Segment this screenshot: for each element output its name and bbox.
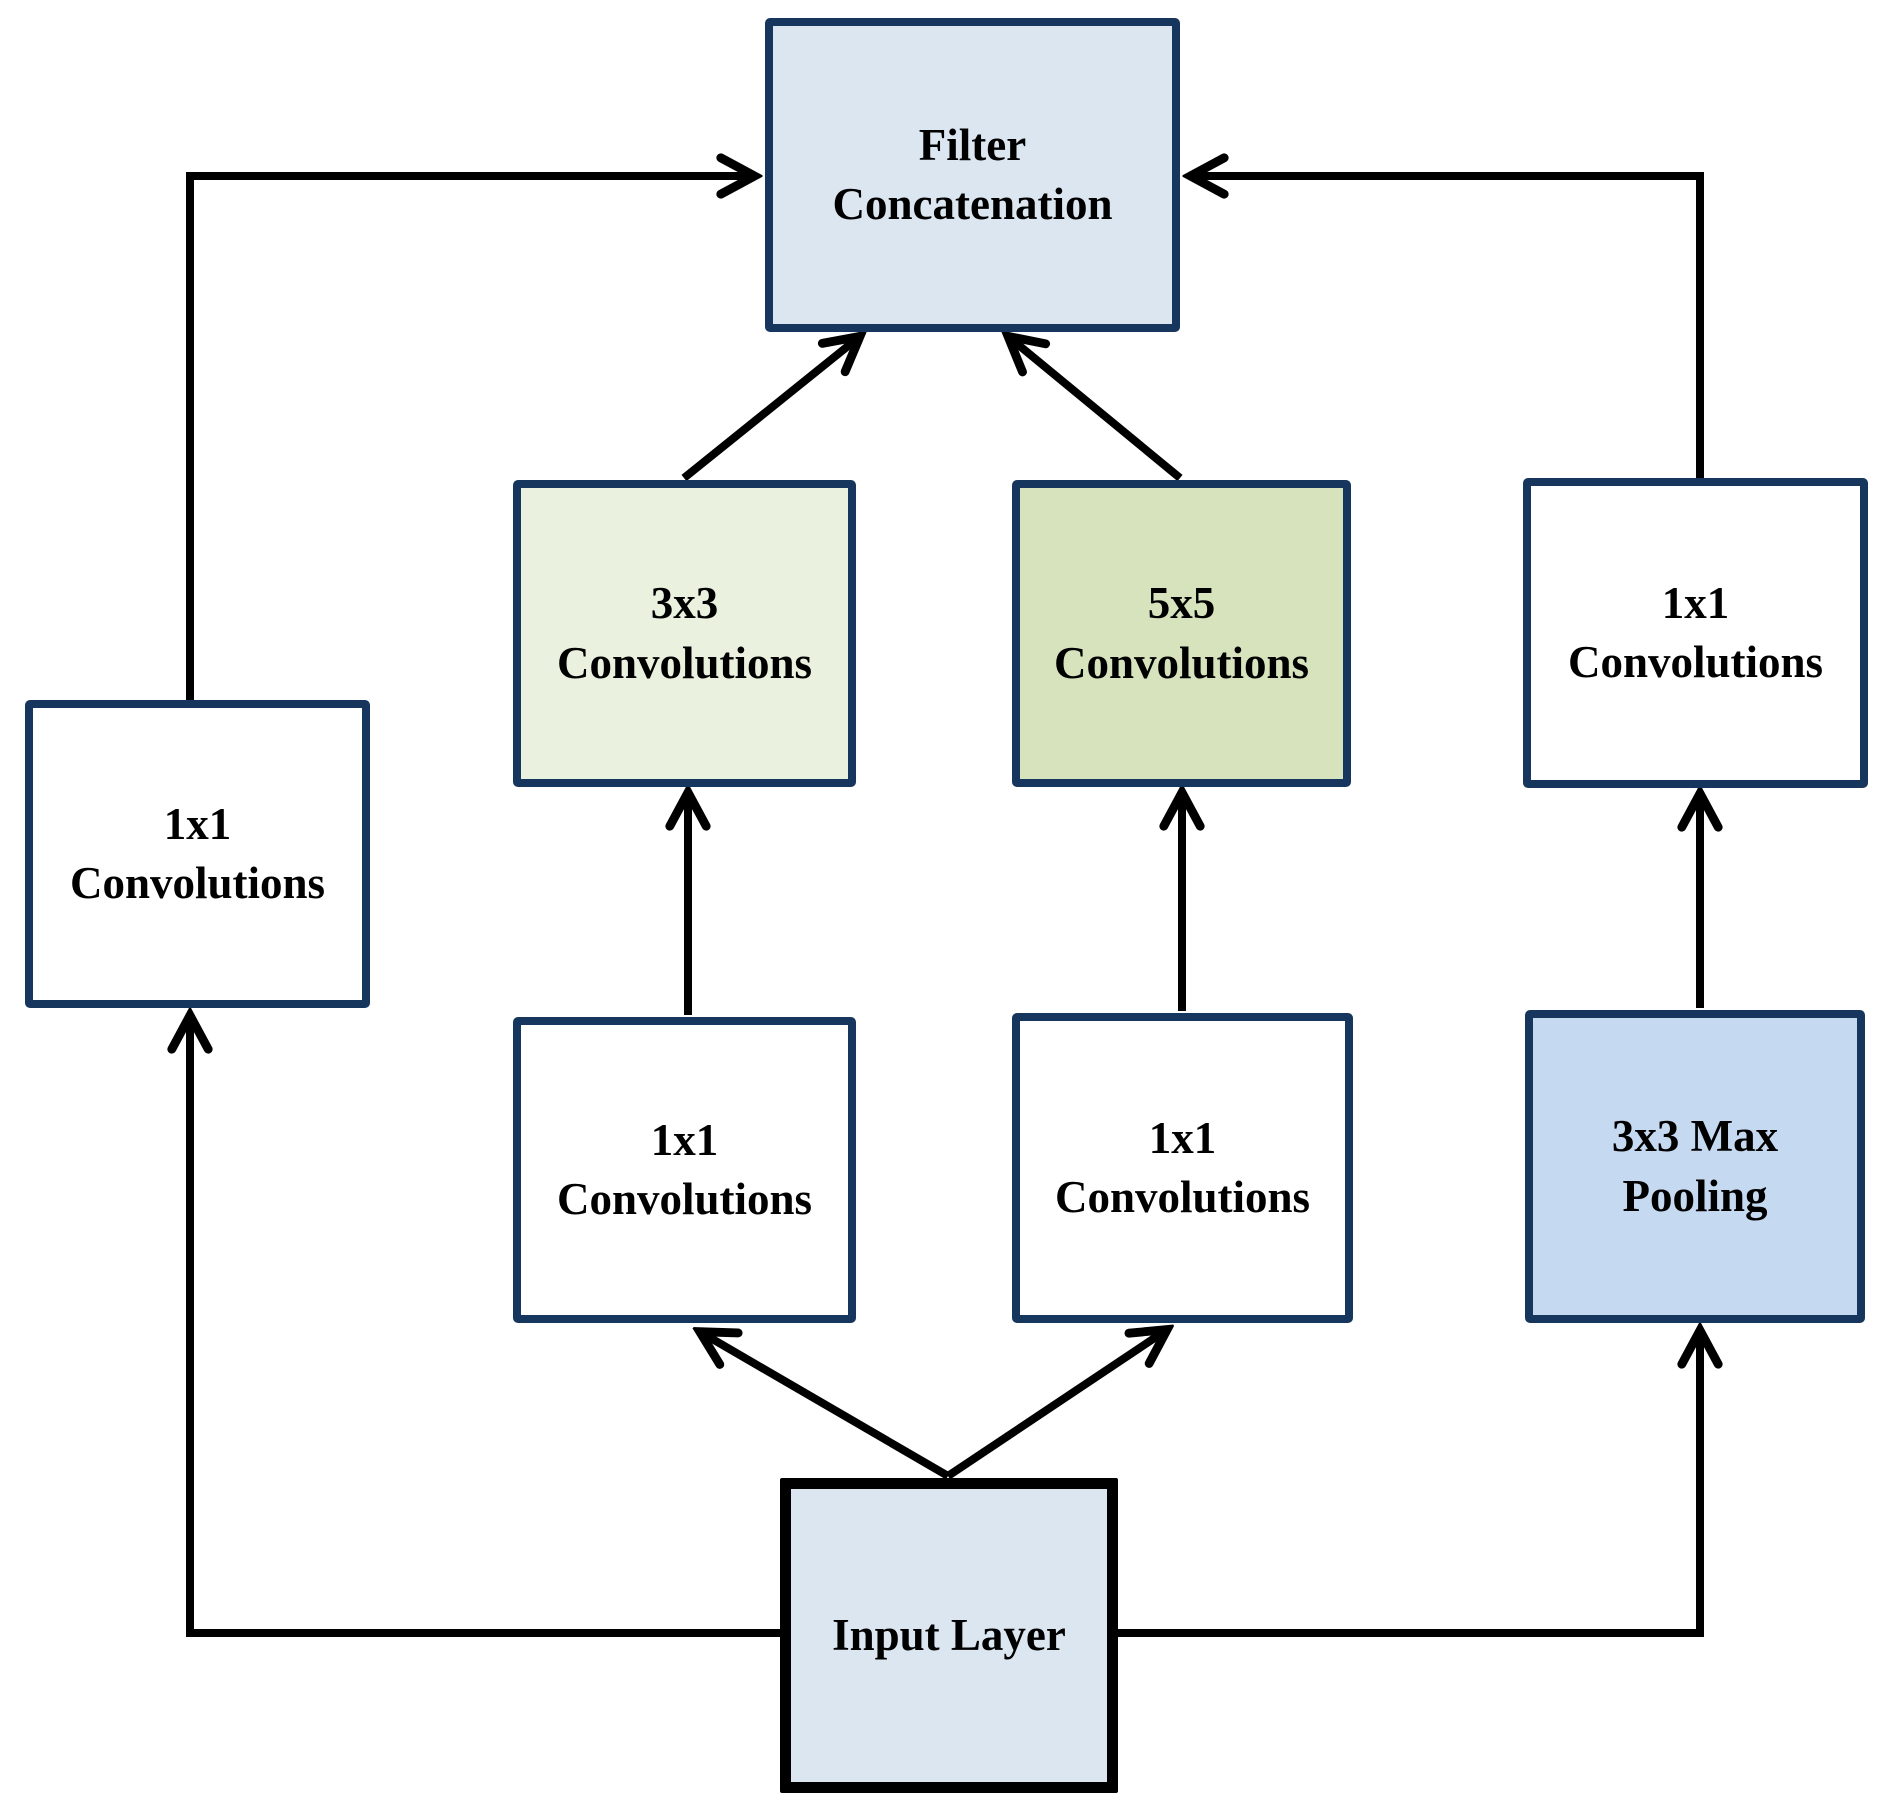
node-input-layer: Input Layer [780,1478,1118,1793]
node-conv1x1-right: 1x1 Convolutions [1523,478,1868,788]
node-filter-concatenation: Filter Concatenation [765,18,1180,332]
arrow-conv5x5-to-filter-concat [1010,338,1183,482]
arrow-conv3x3-to-filter-concat [681,338,858,482]
conv5x5-label: 5x5 Convolutions [1053,578,1310,688]
conv1x1-mid-right-label: 1x1 Convolutions [1054,1112,1311,1222]
arrow-input-to-conv1x1-mid-left [702,1333,951,1480]
conv1x1-left-label: 1x1 Convolutions [69,798,326,908]
arrow-input-to-conv1x1-mid-right [945,1331,1165,1480]
arrow-input-to-conv1x1-left [190,1018,780,1637]
max-pooling-label: 3x3 Max Pooling [1611,1111,1779,1221]
arrow-conv1x1-right-to-filter-concat [1193,176,1704,478]
conv3x3-label: 3x3 Convolutions [556,578,813,688]
node-conv5x5: 5x5 Convolutions [1012,480,1351,787]
node-conv1x1-mid-right: 1x1 Convolutions [1012,1013,1353,1323]
conv1x1-right-label: 1x1 Convolutions [1567,577,1824,687]
node-max-pooling: 3x3 Max Pooling [1525,1010,1865,1323]
node-conv3x3: 3x3 Convolutions [513,480,856,787]
node-conv1x1-left: 1x1 Convolutions [25,700,370,1008]
filter-concatenation-label: Filter Concatenation [832,119,1113,229]
arrow-input-to-max-pooling [1118,1333,1700,1637]
input-layer-label: Input Layer [832,1609,1066,1660]
node-conv1x1-mid-left: 1x1 Convolutions [513,1017,856,1323]
arrow-conv1x1-left-to-filter-concat [186,176,752,700]
conv1x1-mid-left-label: 1x1 Convolutions [556,1114,813,1224]
